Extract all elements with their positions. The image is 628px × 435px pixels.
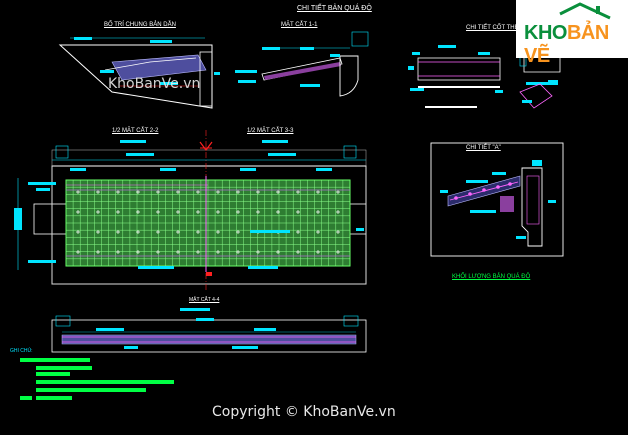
bar-mark [296,250,300,254]
bar-mark [276,210,280,214]
main-plan-view [14,130,367,290]
bar-mark [296,210,300,214]
bar-mark [76,190,80,194]
bar-mark [176,250,180,254]
bar-mark [216,210,220,214]
logo-text: KHOBẢN VẼ [524,22,609,67]
bar-mark [116,230,120,234]
bar-mark [96,250,100,254]
bar-mark [76,250,80,254]
bar-mark [256,190,260,194]
bar-mark [336,230,340,234]
bar-mark [96,210,100,214]
view-title-half-section-2-2: 1/2 MẶT CẮT 2-2 [112,128,159,134]
copyright-watermark: Copyright © KhoBanVe.vn [212,404,396,420]
view-title-half-section-3-3: 1/2 MẶT CẮT 3-3 [247,128,294,134]
view-title-detail-a: CHI TIẾT "A" [466,145,501,151]
bar-mark [316,210,320,214]
bar-mark [236,190,240,194]
bar-mark [96,190,100,194]
bar-mark [216,250,220,254]
bar-mark [276,250,280,254]
bar-mark [136,250,140,254]
bar-mark [316,190,320,194]
bar-mark [276,190,280,194]
detail-a-view [430,142,564,257]
bar-mark [116,250,120,254]
section-4-4-view [51,308,367,353]
bar-mark [316,230,320,234]
view-title-section-1-1: MẶT CẮT 1-1 [281,22,318,28]
house-roof-icon [559,2,611,20]
bar-mark [216,190,220,194]
bar-mark [136,230,140,234]
bar-mark [296,190,300,194]
bar-mark [156,230,160,234]
notes-block [20,358,174,400]
bar-mark [176,190,180,194]
bar-mark [316,250,320,254]
bar-mark [216,230,220,234]
bar-mark [336,210,340,214]
kho-ban-ve-logo: KHOBẢN VẼ [516,0,628,67]
bar-mark [196,230,200,234]
bar-mark [136,210,140,214]
bar-mark [256,210,260,214]
bar-mark [176,230,180,234]
bar-mark [156,250,160,254]
view-title-steel-detail: CHI TIẾT CỐT THÉP [466,25,523,31]
bar-mark [336,250,340,254]
bar-mark [256,250,260,254]
bar-mark [236,230,240,234]
bar-mark [116,210,120,214]
view-title-general-layout: BỐ TRÍ CHUNG BẢN DẪN [104,22,176,28]
bar-mark [156,190,160,194]
section-1-1-view [235,31,369,97]
bar-mark [76,230,80,234]
bar-mark [196,210,200,214]
view-title-quantities: KHỐI LƯỢNG BẢN QUÁ ĐỘ [452,274,531,280]
bar-mark [196,190,200,194]
bar-mark [196,250,200,254]
general-layout-view [58,37,220,109]
bar-mark [236,250,240,254]
bar-mark [96,230,100,234]
notes-heading: GHI CHÚ: [10,348,33,354]
bar-mark [296,230,300,234]
bar-mark [156,210,160,214]
view-title-section-4-4: MẶT CẮT 4-4 [189,297,220,303]
bar-mark [76,210,80,214]
bar-mark [336,190,340,194]
bar-mark [116,190,120,194]
site-watermark: KhoBanVe.vn [108,76,201,92]
bar-mark [136,190,140,194]
bar-mark [236,210,240,214]
bar-mark [176,210,180,214]
sheet-title: CHI TIẾT BẢN QUÁ ĐỘ [297,5,372,12]
